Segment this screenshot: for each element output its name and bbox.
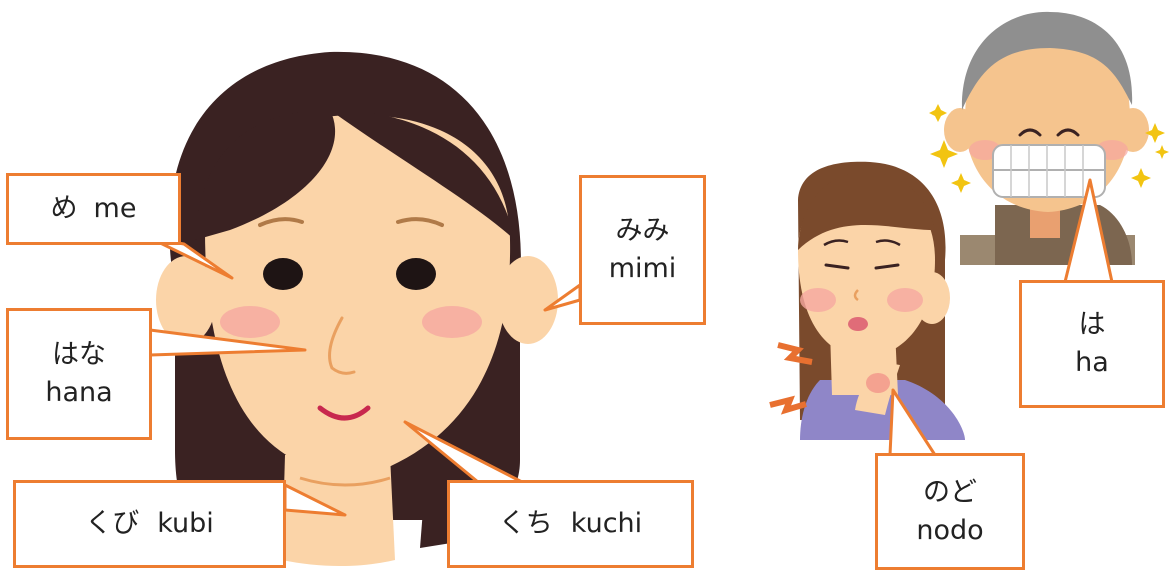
callout-kubi-romaji: kubi xyxy=(157,508,214,540)
callout-kuchi-kana: くち xyxy=(498,508,553,540)
callout-kubi-kana: くび xyxy=(85,508,140,540)
woman-eye-right xyxy=(396,258,436,290)
woman-eye-left xyxy=(263,258,303,290)
callout-nodo: のど nodo xyxy=(875,453,1025,570)
callout-mimi-kana: みみ xyxy=(615,215,670,247)
callout-ha-kana: は xyxy=(1078,309,1106,341)
callout-hana-romaji: hana xyxy=(45,377,113,408)
callout-me-romaji: me xyxy=(93,193,137,225)
woman-ear-right xyxy=(498,256,558,344)
woman-ear-left xyxy=(156,256,216,344)
callout-ha-romaji: ha xyxy=(1075,347,1109,378)
callout-me: め me xyxy=(6,173,181,245)
callout-kuchi: くち kuchi xyxy=(447,480,694,568)
callout-ha: は ha xyxy=(1019,280,1165,408)
woman-face-illustration xyxy=(156,51,558,566)
callout-mimi-romaji: mimi xyxy=(608,253,677,284)
callout-hana-kana: はな xyxy=(52,339,106,371)
woman-fringe xyxy=(195,110,336,240)
old-man-teeth-illustration xyxy=(929,11,1169,265)
callout-kubi: くび kubi xyxy=(13,480,286,568)
callout-hana: はな hana xyxy=(6,308,152,440)
woman-face xyxy=(205,115,511,478)
callout-pointers xyxy=(148,178,1114,517)
woman-nose xyxy=(328,316,356,375)
callout-nodo-romaji: nodo xyxy=(916,514,984,546)
callout-kuchi-romaji: kuchi xyxy=(570,508,643,540)
callout-mimi: みみ mimi xyxy=(579,175,706,325)
woman-mouth xyxy=(317,405,371,421)
woman-sore-throat-illustration xyxy=(769,161,965,440)
callout-me-kana: め xyxy=(50,193,78,225)
callout-nodo-kana: のど xyxy=(923,476,977,508)
